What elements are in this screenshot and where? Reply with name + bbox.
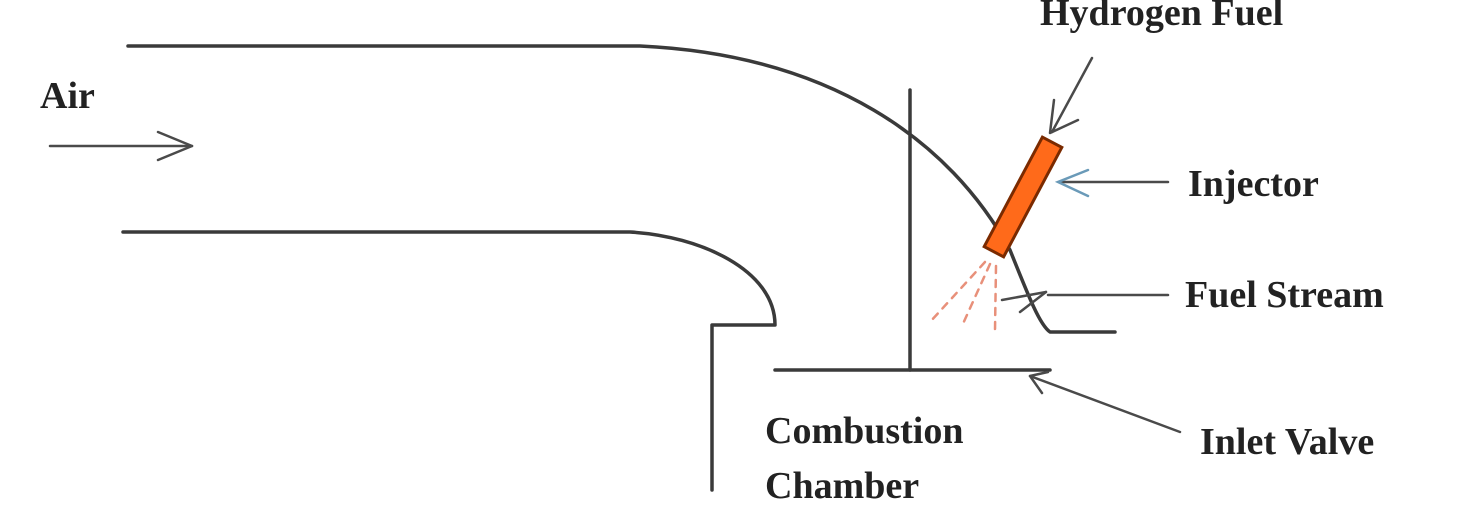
intake-upper-wall [126,44,1117,334]
combustion-chamber-label-line1: Combustion [765,410,964,452]
injector-arrow-icon [1054,168,1170,198]
combustion-chamber-label-line2: Chamber [765,465,919,507]
inlet-valve-arrow-icon [1028,370,1182,434]
intake-lower-wall [121,230,777,492]
injector-label: Injector [1188,163,1319,205]
fuel-spray-icon [928,260,998,332]
injector-body [982,135,1064,259]
injector-icon [982,135,1064,259]
hydrogen-fuel-label: Hydrogen Fuel [1040,0,1283,34]
air-flow-arrow-icon [48,130,194,162]
fuel-stream-label: Fuel Stream [1185,274,1384,316]
fuel-stream-arrow-icon [1000,290,1170,314]
inlet-valve-label: Inlet Valve [1200,421,1374,463]
hydrogen-fuel-arrow-icon [1048,56,1094,135]
air-label: Air [40,75,95,117]
